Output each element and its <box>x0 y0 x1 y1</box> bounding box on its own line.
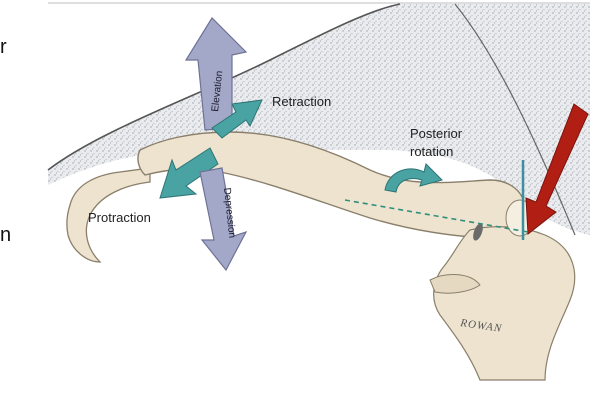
curved-rotation-arrow-icon <box>384 163 443 193</box>
retraction-label: Retraction <box>272 94 331 109</box>
sternum-bone <box>66 167 151 263</box>
elevation-arrow: Elevation <box>184 17 248 131</box>
shoulder-skin-edge-right <box>454 3 576 236</box>
posterior-rotation-label-2: rotation <box>410 144 453 159</box>
shoulder-skin-shading <box>48 4 590 235</box>
shoulder-skin-edge <box>47 3 401 171</box>
ligament-peg <box>473 223 483 241</box>
protraction-arrow <box>159 147 219 199</box>
depression-arrow: Depression <box>199 167 248 272</box>
red-pointer-arrow-icon <box>525 103 589 235</box>
scapula-bone <box>433 226 576 381</box>
posterior-rotation-label-1: Posterior <box>410 126 463 141</box>
retraction-arrow <box>211 99 263 139</box>
cropped-text-top: r <box>0 36 7 58</box>
artist-signature: ROWAN <box>459 317 503 335</box>
coracoid-process <box>429 274 481 294</box>
cropped-text-bottom: n <box>0 224 12 246</box>
protraction-label: Protraction <box>88 210 151 225</box>
depression-label: Depression <box>221 187 237 238</box>
elevation-label: Elevation <box>210 70 225 112</box>
rotation-axis-line <box>344 199 529 233</box>
